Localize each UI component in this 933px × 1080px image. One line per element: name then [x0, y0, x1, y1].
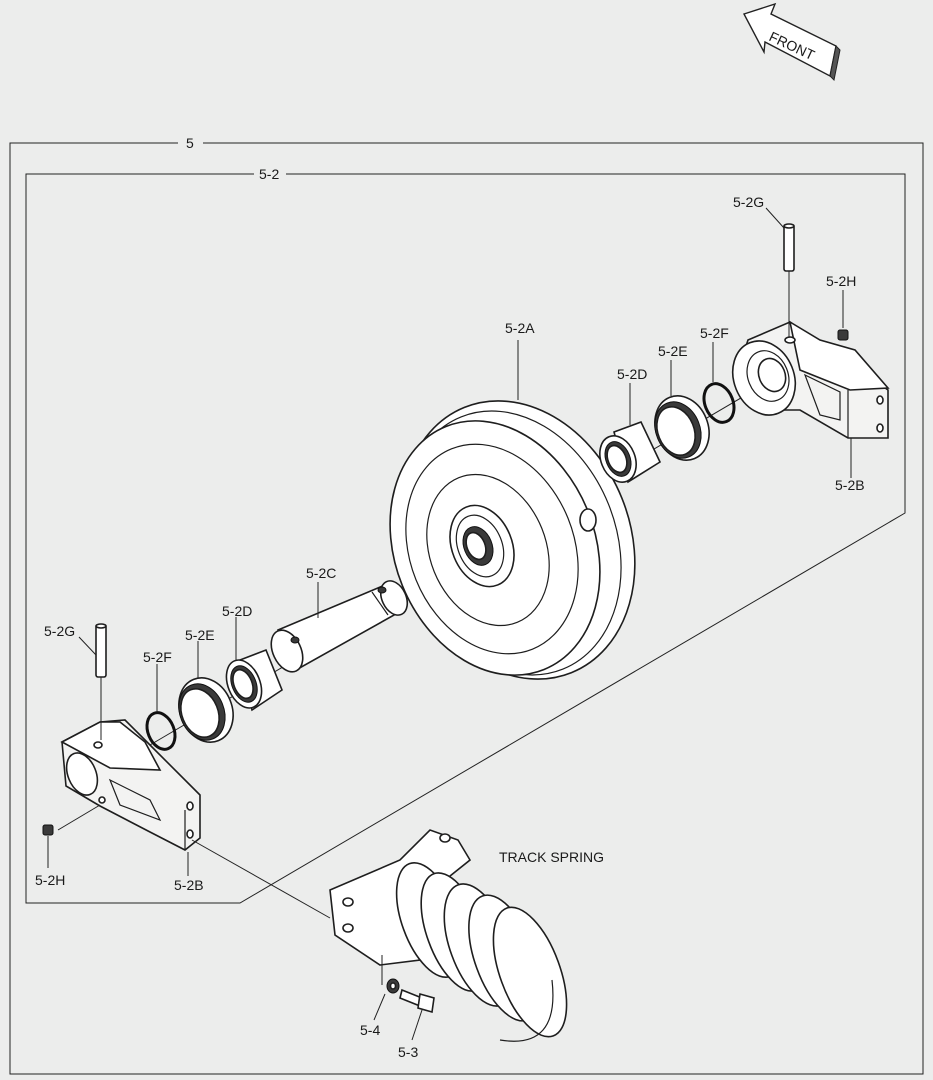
label-bolt: 5-3: [398, 1044, 418, 1060]
label-seal-right: 5-2E: [658, 343, 688, 359]
collar-right: 5-2D: [599, 366, 662, 484]
label-track-spring: TRACK SPRING: [499, 849, 604, 865]
shaft: 5-2C: [270, 565, 409, 673]
label-idler-wheel: 5-2A: [505, 320, 535, 336]
oring-left: 5-2F: [143, 649, 177, 751]
plug-right: 5-2H: [826, 273, 856, 341]
oring-right: 5-2F: [700, 325, 736, 424]
label-shaft: 5-2C: [306, 565, 336, 581]
idler-wheel: 5-2A: [389, 320, 636, 680]
label-plug-left: 5-2H: [35, 872, 65, 888]
bracket-left: 5-2B: [60, 719, 204, 893]
group-5-2-label: 5-2: [259, 166, 279, 182]
label-washer: 5-4: [360, 1022, 380, 1038]
label-oring-right: 5-2F: [700, 325, 729, 341]
washer: 5-4: [360, 978, 400, 1038]
collar-left: 5-2D: [222, 603, 283, 712]
label-collar-left: 5-2D: [222, 603, 252, 619]
label-oring-left: 5-2F: [143, 649, 172, 665]
label-pin-left: 5-2G: [44, 623, 75, 639]
bolt: 5-3: [398, 988, 435, 1060]
plug-left: 5-2H: [35, 804, 101, 888]
label-collar-right: 5-2D: [617, 366, 647, 382]
pin-left: 5-2G: [44, 623, 107, 740]
seal-left: 5-2E: [178, 627, 234, 743]
seal-right: 5-2E: [654, 343, 710, 461]
bracket-right: 5-2B: [731, 320, 890, 493]
front-arrow-icon: FRONT: [742, 2, 841, 82]
pin-right: 5-2G: [733, 194, 795, 338]
group-5-2-frame: 5-2: [25, 166, 906, 904]
label-pin-right: 5-2G: [733, 194, 764, 210]
label-bracket-left: 5-2B: [174, 877, 204, 893]
group-5-label: 5: [186, 135, 194, 151]
label-seal-left: 5-2E: [185, 627, 215, 643]
label-plug-right: 5-2H: [826, 273, 856, 289]
label-bracket-right: 5-2B: [835, 477, 865, 493]
track-spring: TRACK SPRING: [191, 829, 604, 1042]
group-5-frame: 5: [9, 135, 924, 1075]
